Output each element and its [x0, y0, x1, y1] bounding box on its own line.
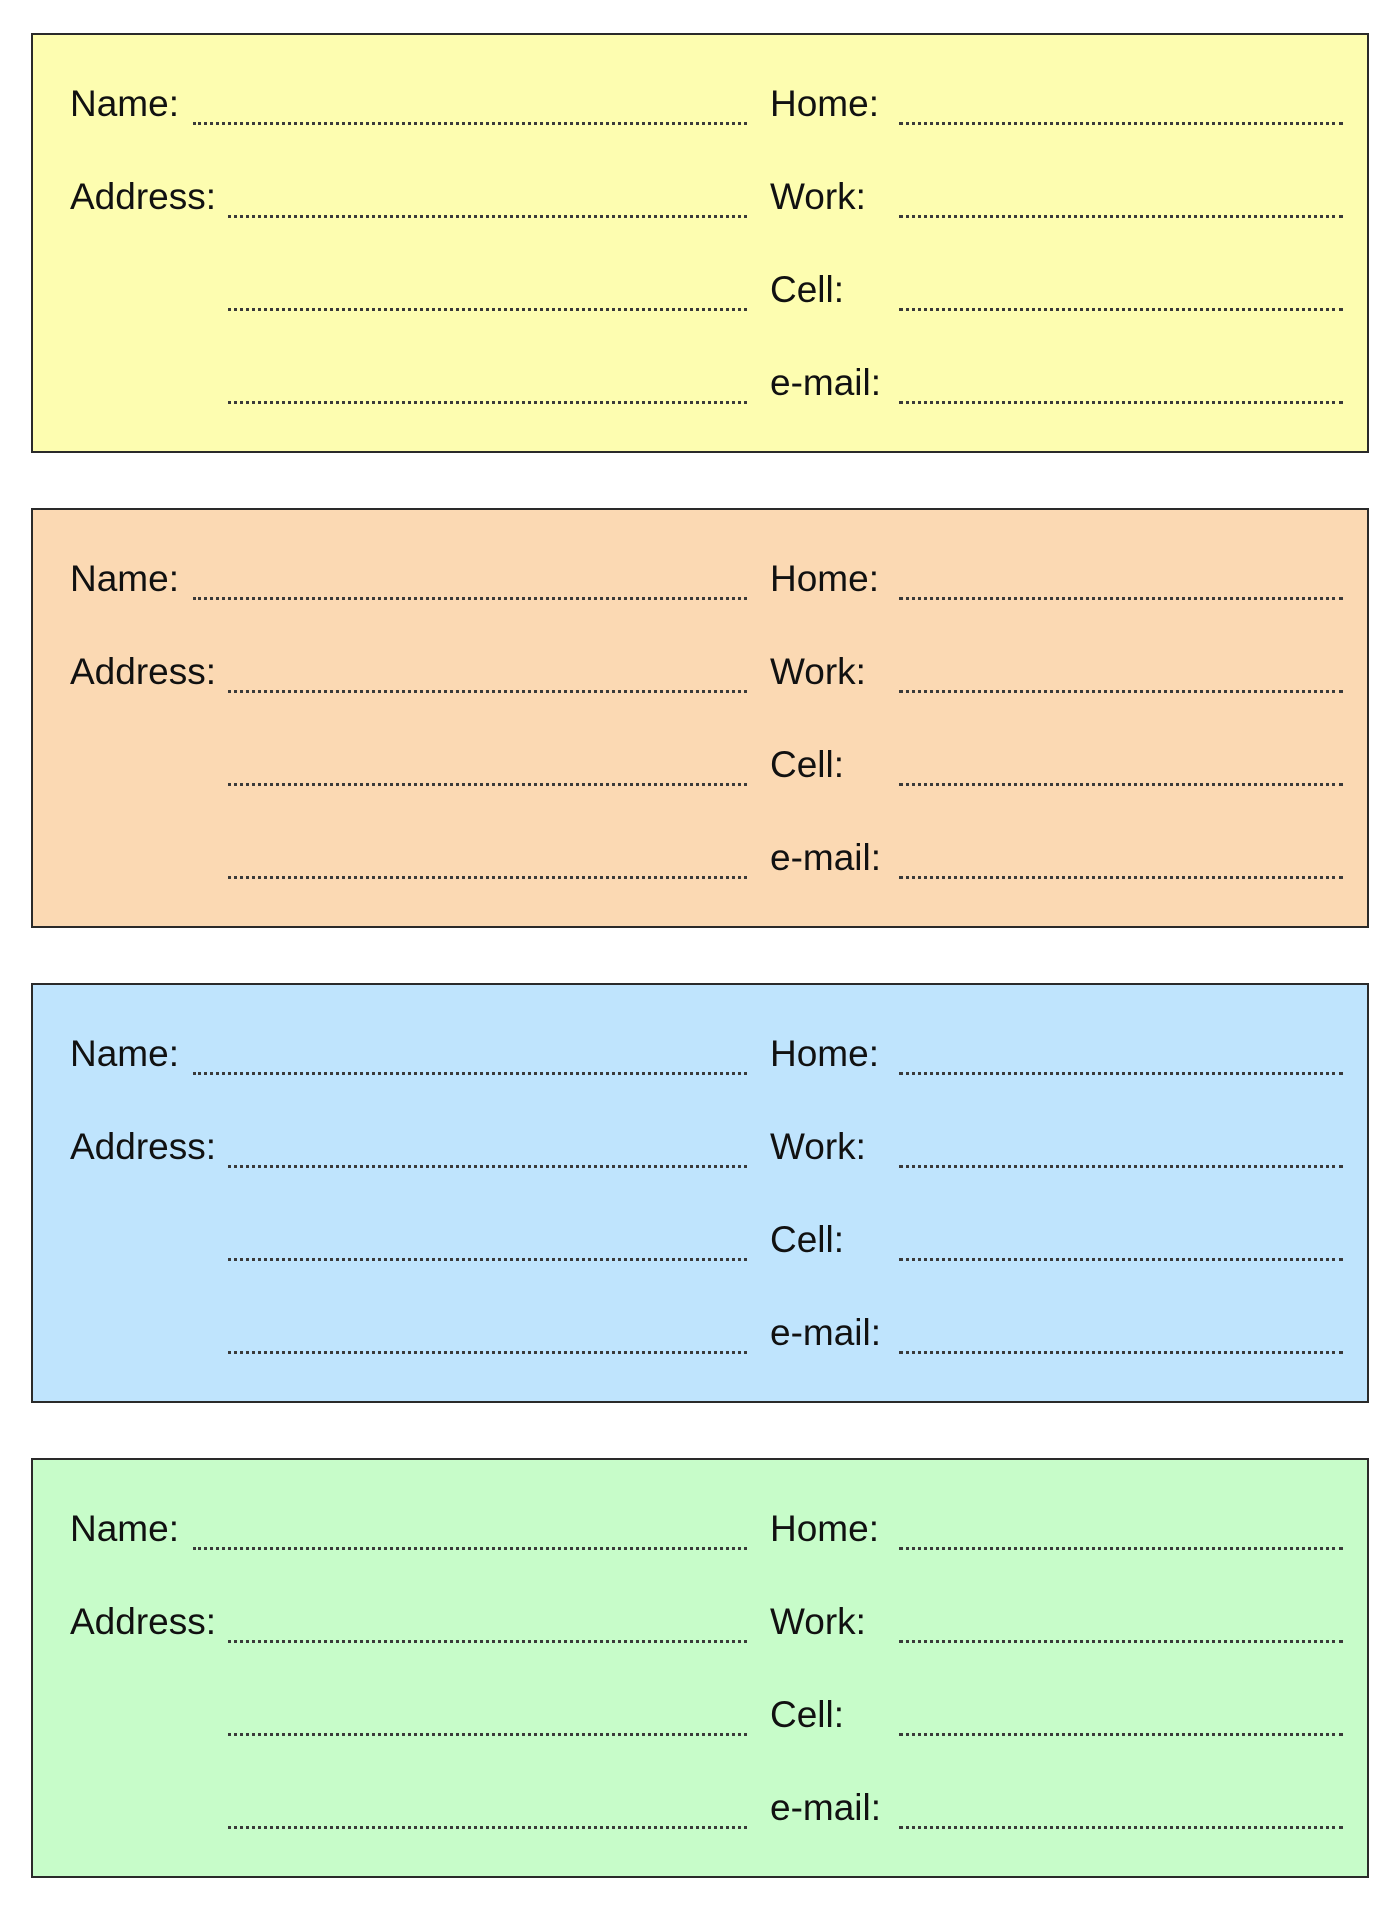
address-field-line-3[interactable] — [228, 1351, 747, 1354]
name-field[interactable] — [193, 1547, 747, 1550]
address-field-line-2[interactable] — [228, 1258, 747, 1261]
email-field[interactable] — [899, 876, 1343, 879]
email-field[interactable] — [899, 401, 1343, 404]
address-label: Address: — [70, 651, 217, 692]
work-phone-field[interactable] — [899, 1165, 1343, 1168]
email-label: e-mail: — [770, 1787, 882, 1828]
email-field[interactable] — [899, 1351, 1343, 1354]
name-field[interactable] — [193, 1072, 747, 1075]
home-label: Home: — [770, 83, 879, 124]
home-phone-field[interactable] — [899, 597, 1343, 600]
address-field-line-2[interactable] — [228, 783, 747, 786]
cell-label: Cell: — [770, 1219, 845, 1260]
contact-card-green: Name: Address: Home: Work: Cell: e-mail: — [31, 1458, 1369, 1878]
work-phone-field[interactable] — [899, 215, 1343, 218]
cell-phone-field[interactable] — [899, 308, 1343, 311]
name-field[interactable] — [193, 597, 747, 600]
home-label: Home: — [770, 1033, 879, 1074]
work-label: Work: — [770, 1126, 866, 1167]
home-phone-field[interactable] — [899, 1547, 1343, 1550]
work-phone-field[interactable] — [899, 690, 1343, 693]
home-phone-field[interactable] — [899, 122, 1343, 125]
address-field-line-2[interactable] — [228, 1733, 747, 1736]
address-field-line-1[interactable] — [228, 1165, 747, 1168]
work-label: Work: — [770, 176, 866, 217]
home-phone-field[interactable] — [899, 1072, 1343, 1075]
cell-phone-field[interactable] — [899, 1258, 1343, 1261]
address-field-line-3[interactable] — [228, 876, 747, 879]
contact-card-yellow: Name: Address: Home: Work: Cell: e-mail: — [31, 33, 1369, 453]
address-label: Address: — [70, 1126, 217, 1167]
cell-label: Cell: — [770, 1694, 845, 1735]
work-label: Work: — [770, 651, 866, 692]
cell-label: Cell: — [770, 744, 845, 785]
address-field-line-1[interactable] — [228, 690, 747, 693]
address-field-line-3[interactable] — [228, 401, 747, 404]
address-field-line-1[interactable] — [228, 1640, 747, 1643]
name-label: Name: — [70, 1508, 179, 1549]
cell-phone-field[interactable] — [899, 1733, 1343, 1736]
name-label: Name: — [70, 83, 179, 124]
address-label: Address: — [70, 1601, 217, 1642]
address-label: Address: — [70, 176, 217, 217]
contact-card-peach: Name: Address: Home: Work: Cell: e-mail: — [31, 508, 1369, 928]
name-label: Name: — [70, 1033, 179, 1074]
work-label: Work: — [770, 1601, 866, 1642]
address-field-line-2[interactable] — [228, 308, 747, 311]
home-label: Home: — [770, 558, 879, 599]
name-field[interactable] — [193, 122, 747, 125]
work-phone-field[interactable] — [899, 1640, 1343, 1643]
cell-phone-field[interactable] — [899, 783, 1343, 786]
address-field-line-3[interactable] — [228, 1826, 747, 1829]
home-label: Home: — [770, 1508, 879, 1549]
name-label: Name: — [70, 558, 179, 599]
email-label: e-mail: — [770, 837, 882, 878]
contact-card-blue: Name: Address: Home: Work: Cell: e-mail: — [31, 983, 1369, 1403]
address-field-line-1[interactable] — [228, 215, 747, 218]
email-label: e-mail: — [770, 1312, 882, 1353]
email-label: e-mail: — [770, 362, 882, 403]
cell-label: Cell: — [770, 269, 845, 310]
email-field[interactable] — [899, 1826, 1343, 1829]
